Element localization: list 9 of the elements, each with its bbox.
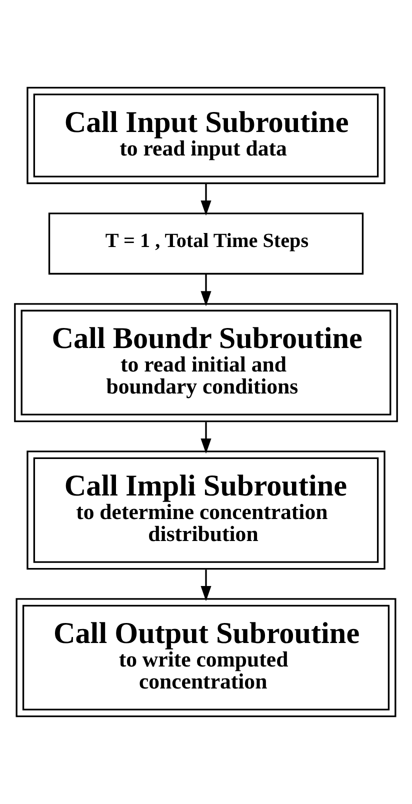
arrow bbox=[200, 422, 212, 454]
arrow bbox=[200, 183, 212, 216]
node-box: Call Boundr Subroutine to read initial and boundary conditions bbox=[14, 303, 398, 422]
arrow bbox=[200, 274, 212, 306]
node-box: Call Output Subroutine to write computed concentration bbox=[16, 598, 396, 718]
node-box: Call Input Subroutine to read input data bbox=[26, 86, 386, 184]
node-box: Call Impli Subroutine to determine concentration distribution bbox=[26, 450, 386, 570]
node-box: T = 1 , Total Time Steps bbox=[48, 212, 364, 275]
arrow bbox=[200, 570, 212, 602]
